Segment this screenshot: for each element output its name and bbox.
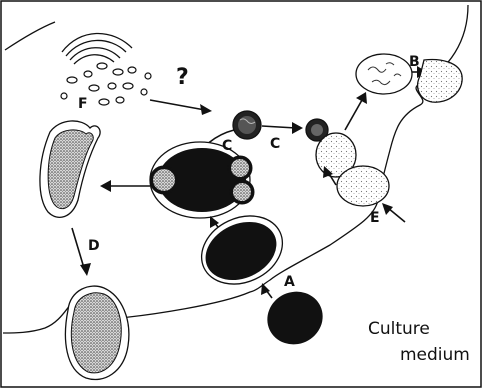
golgi-vesicles [61, 63, 151, 105]
vesicle-e [337, 166, 389, 206]
stippled-vacuole [40, 121, 100, 217]
label-medium: medium [400, 345, 470, 365]
label-e: E [370, 210, 380, 226]
extracellular-granule [259, 283, 332, 354]
label-b: B [409, 54, 420, 70]
secretory-granule-small [233, 111, 261, 139]
label-f: F [78, 96, 88, 112]
label-a: A [284, 274, 295, 290]
fused-granule-cluster [150, 142, 254, 218]
exocytosed-vacuole [65, 286, 128, 379]
label-c-right: C [270, 136, 280, 152]
arrow-f-to-c [150, 100, 212, 115]
vesicle-with-content [356, 54, 412, 94]
arrow-e [382, 203, 405, 222]
label-culture: Culture [368, 319, 430, 339]
arrow-to-vesicle-b [345, 92, 367, 130]
exocytosis-site-b [418, 60, 463, 103]
arrow-cluster-to-vacuole [100, 180, 150, 192]
label-d: D [88, 238, 100, 254]
label-c-left: C [222, 138, 232, 154]
arrow-c-right [262, 122, 303, 134]
cell-membrane-upper [5, 22, 55, 50]
golgi-apparatus [62, 33, 132, 64]
arrow-a [261, 283, 272, 298]
label-question: ? [176, 65, 189, 90]
